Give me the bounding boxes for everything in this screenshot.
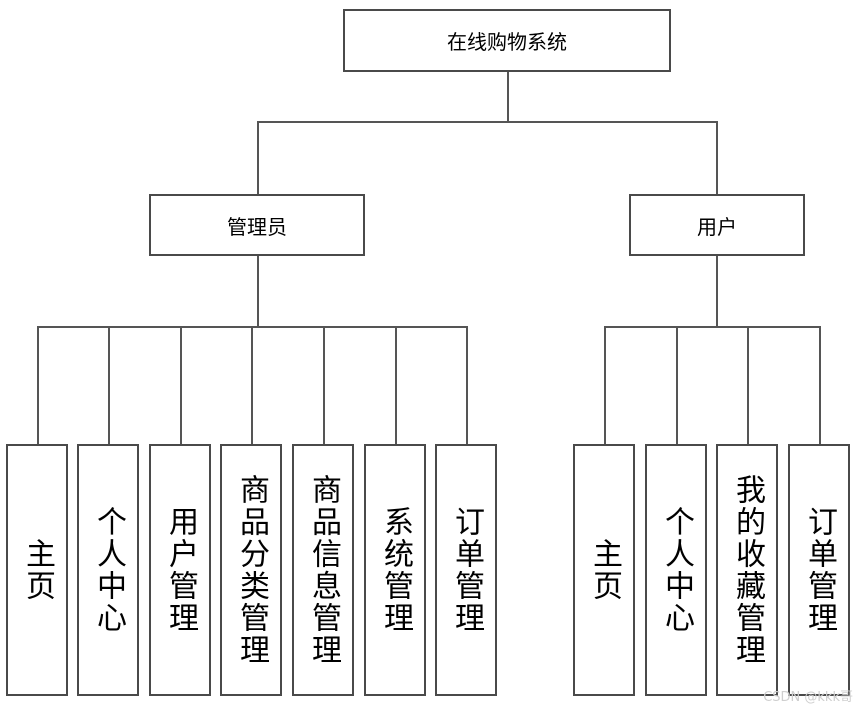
admin-child-label: 系统管理 — [378, 506, 413, 634]
admin-child-label: 商品分类管理 — [234, 474, 269, 666]
admin-child-product-mgmt: 商品信息管理 — [292, 444, 354, 696]
connector-user-child — [747, 326, 749, 445]
user-child-label: 我的收藏管理 — [730, 474, 765, 666]
admin-child-label: 用户管理 — [163, 506, 198, 634]
user-child-order-mgmt: 订单管理 — [788, 444, 850, 696]
admin-node-label: 管理员 — [227, 214, 287, 239]
connector-to-user — [716, 121, 718, 195]
user-node-label: 用户 — [697, 214, 737, 239]
admin-child-label: 商品信息管理 — [306, 474, 341, 666]
admin-child-order-mgmt: 订单管理 — [435, 444, 497, 696]
root-node-label: 在线购物系统 — [447, 30, 567, 54]
connector-admin-child — [180, 326, 182, 445]
connector-admin-child — [37, 326, 39, 445]
connector-admin-child — [108, 326, 110, 445]
admin-child-category-mgmt: 商品分类管理 — [220, 444, 282, 696]
admin-child-user-mgmt: 用户管理 — [149, 444, 211, 696]
user-child-label: 主页 — [587, 538, 622, 602]
connector-user-down — [716, 255, 718, 327]
user-child-favorites-mgmt: 我的收藏管理 — [716, 444, 778, 696]
user-child-profile: 个人中心 — [645, 444, 707, 696]
connector-admin-down — [257, 255, 259, 327]
connector-top-bar — [257, 121, 717, 123]
connector-admin-child — [395, 326, 397, 445]
connector-user-child — [819, 326, 821, 445]
admin-child-home: 主页 — [6, 444, 68, 696]
connector-user-bar — [604, 326, 820, 328]
connector-admin-child — [323, 326, 325, 445]
user-child-home: 主页 — [573, 444, 635, 696]
admin-child-label: 主页 — [20, 538, 55, 602]
user-node: 用户 — [629, 194, 805, 256]
admin-child-label: 个人中心 — [91, 506, 126, 634]
connector-user-child — [676, 326, 678, 445]
admin-child-label: 订单管理 — [449, 506, 484, 634]
user-child-label: 订单管理 — [802, 506, 837, 634]
connector-admin-child — [466, 326, 468, 445]
admin-child-system-mgmt: 系统管理 — [364, 444, 426, 696]
connector-user-child — [604, 326, 606, 445]
connector-root-down — [507, 71, 509, 122]
watermark: CSDN @kkk哥 — [763, 690, 853, 705]
admin-child-profile: 个人中心 — [77, 444, 139, 696]
connector-admin-child — [251, 326, 253, 445]
connector-to-admin — [257, 121, 259, 195]
admin-node: 管理员 — [149, 194, 365, 256]
user-child-label: 个人中心 — [659, 506, 694, 634]
root-node: 在线购物系统 — [343, 9, 671, 72]
